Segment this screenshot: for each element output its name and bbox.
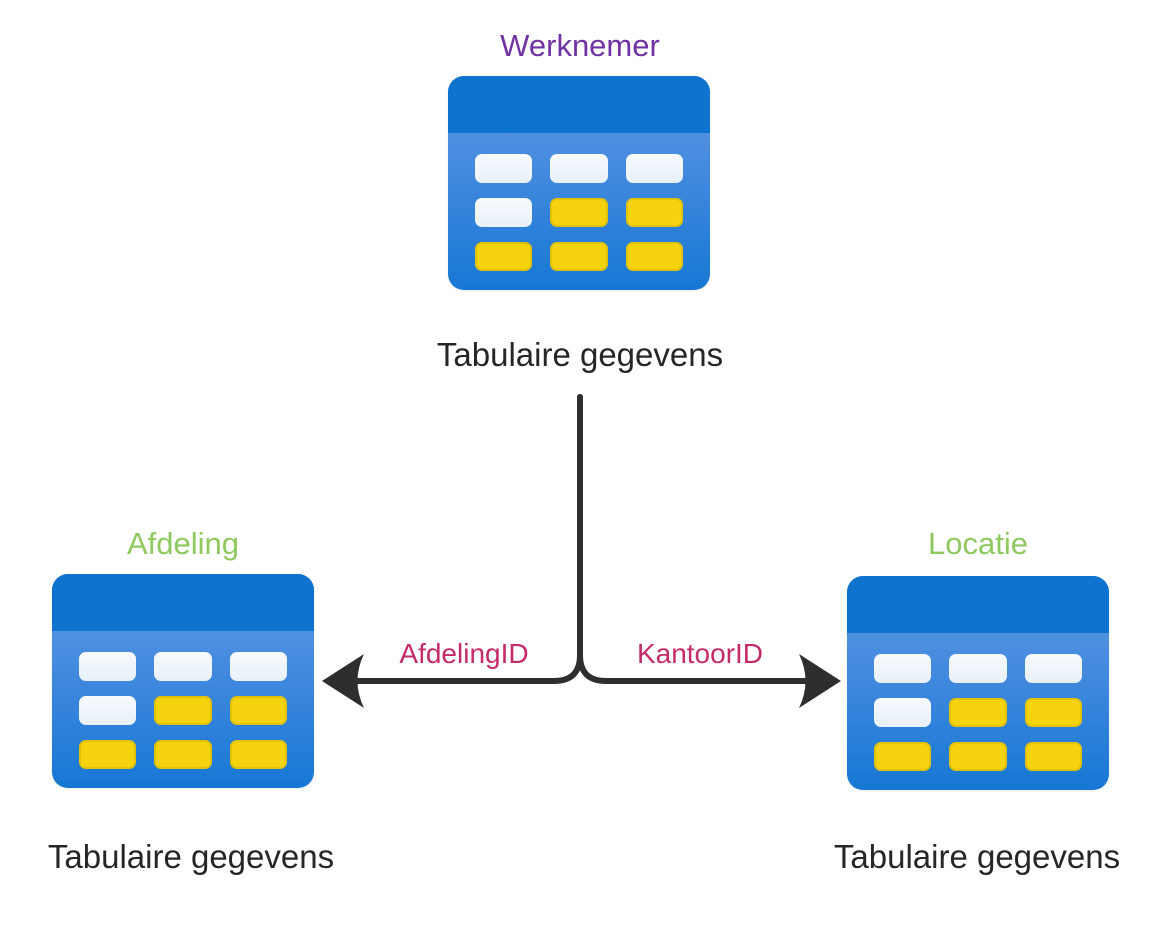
table-cell-yellow: [550, 242, 608, 271]
table-cell-white: [874, 698, 932, 727]
table-cell-yellow: [625, 242, 683, 271]
table-cell-white: [874, 654, 932, 683]
table-cell-white: [1024, 654, 1082, 683]
table-cell-white: [229, 652, 287, 681]
table-cell-white: [475, 198, 533, 227]
arrowhead-right-icon: [799, 654, 841, 708]
table-cell-yellow: [1024, 742, 1082, 771]
table-cell-white: [79, 696, 137, 725]
table-cell-yellow: [229, 740, 287, 769]
table-cell-yellow: [625, 198, 683, 227]
table-cell-white: [949, 654, 1007, 683]
entity-title-locatie: Locatie: [928, 526, 1028, 561]
table-cell-white: [154, 652, 212, 681]
table-icon-header: [847, 576, 1109, 633]
table-icon: [847, 576, 1109, 790]
table-cell-yellow: [949, 698, 1007, 727]
table-icon-header: [448, 76, 710, 133]
table-cell-yellow: [550, 198, 608, 227]
caption-werknemer: Tabulaire gegevens: [436, 336, 724, 373]
table-icon-cells: [448, 133, 710, 290]
table-cell-yellow: [154, 696, 212, 725]
table-icon: [52, 574, 314, 788]
table-cell-white: [79, 652, 137, 681]
table-cell-white: [625, 154, 683, 183]
table-icon: [448, 76, 710, 290]
table-cell-yellow: [475, 242, 533, 271]
table-icon-header: [52, 574, 314, 631]
entity-title-werknemer: Werknemer: [500, 28, 660, 63]
table-cell-yellow: [154, 740, 212, 769]
table-cell-white: [550, 154, 608, 183]
table-icon-cells: [52, 631, 314, 788]
table-cell-yellow: [229, 696, 287, 725]
entity-title-afdeling: Afdeling: [126, 526, 240, 561]
caption-locatie: Tabulaire gegevens: [833, 838, 1121, 875]
table-cell-yellow: [79, 740, 137, 769]
arrowhead-left-icon: [322, 654, 364, 708]
table-cell-white: [475, 154, 533, 183]
table-cell-yellow: [874, 742, 932, 771]
edge-label-kantoorid: KantoorID: [636, 638, 764, 669]
edge-label-afdelingid: AfdelingID: [399, 638, 529, 669]
table-icon-cells: [847, 633, 1109, 790]
table-cell-yellow: [1024, 698, 1082, 727]
caption-afdeling: Tabulaire gegevens: [47, 838, 335, 875]
table-cell-yellow: [949, 742, 1007, 771]
